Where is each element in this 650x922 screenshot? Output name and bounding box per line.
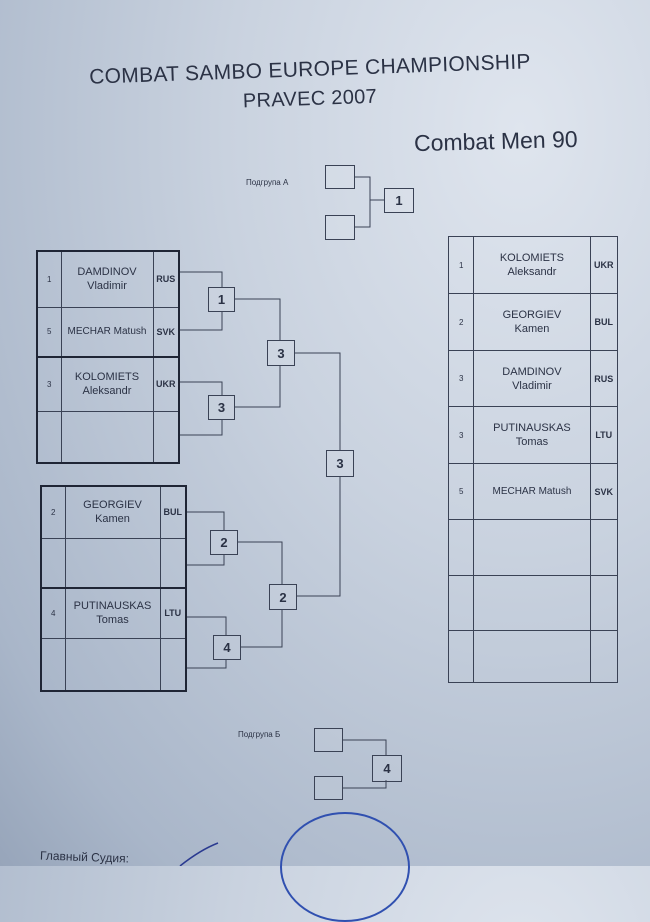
subgroup-a-winner: 1 <box>384 188 414 213</box>
bracket-lines <box>180 176 387 789</box>
signature <box>179 842 219 866</box>
country: SVK <box>152 306 180 358</box>
round1-match-c: 2 <box>210 530 238 555</box>
subgroup-b-slot-2 <box>314 776 343 800</box>
subgroup-a-slot-2 <box>325 215 355 240</box>
subgroup-a-label: Подгрупа А <box>246 178 289 187</box>
table-row <box>40 637 187 692</box>
table-row <box>447 630 619 683</box>
seed: 5 <box>36 306 62 358</box>
country: RUS <box>152 250 180 308</box>
subgroup-b-winner: 4 <box>372 755 402 782</box>
seed: 2 <box>40 485 66 539</box>
athlete-name: MECHAR Matush <box>60 306 154 358</box>
official-stamp <box>280 812 410 922</box>
round1-match-b: 3 <box>208 395 235 420</box>
semifinal-2: 2 <box>269 584 297 610</box>
subgroup-b-slot-1 <box>314 728 343 752</box>
table-row <box>447 519 619 576</box>
semifinal-1: 3 <box>267 340 295 366</box>
table-row <box>40 537 187 589</box>
table-row <box>447 575 619 631</box>
subgroup-b-label: Подгрупа Б <box>238 730 281 739</box>
country: UKR <box>152 356 180 412</box>
subgroup-a-slot-1 <box>325 165 355 189</box>
round1-match-d: 4 <box>213 635 241 660</box>
table-row <box>36 410 180 464</box>
round1-match-a: 1 <box>208 287 235 312</box>
final-match: 3 <box>326 450 354 477</box>
country: BUL <box>159 485 187 539</box>
